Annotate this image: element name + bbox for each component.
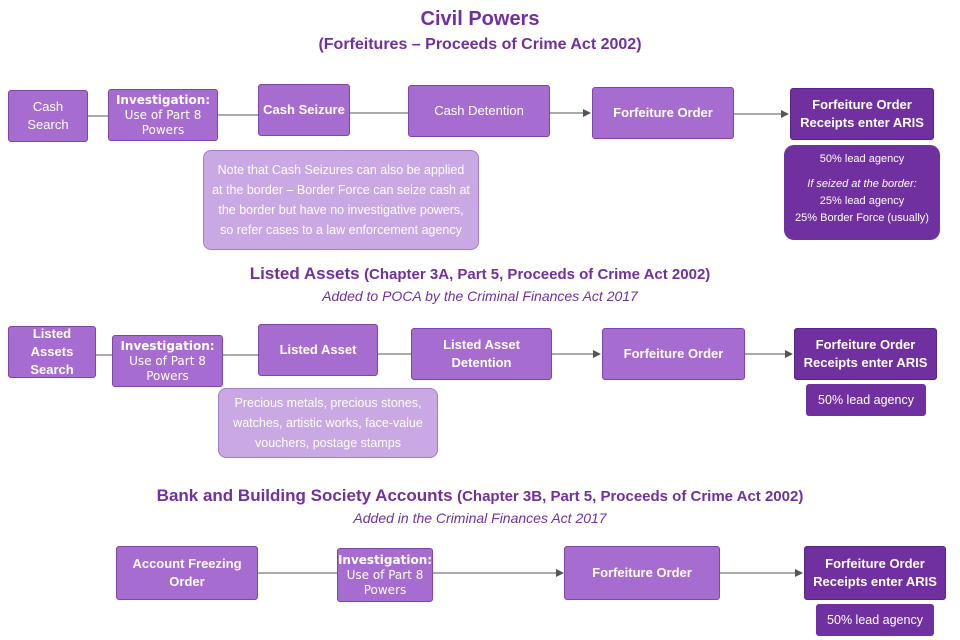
border-note: Note that Cash Seizures can also be appl… xyxy=(203,150,479,250)
agency-box-2: 50% lead agency xyxy=(806,384,926,416)
receipts-aris-box-2: Forfeiture Order Receipts enter ARIS xyxy=(794,328,937,380)
forfeiture-order-box-2: Forfeiture Order xyxy=(602,328,745,380)
bank-accounts-subheading: Added in the Criminal Finances Act 2017 xyxy=(353,510,607,526)
receipts-aris-box-3: Forfeiture Order Receipts enter ARIS xyxy=(804,546,946,600)
cash-detention-box: Cash Detention xyxy=(408,85,550,137)
agency-split-box: 50% lead agency If seized at the border:… xyxy=(784,145,940,240)
listed-assets-note: Precious metals, precious stones, watche… xyxy=(218,388,438,458)
account-freezing-order-box: Account Freezing Order xyxy=(116,546,258,600)
forfeiture-order-box: Forfeiture Order xyxy=(592,87,734,139)
cash-search-box: Cash Search xyxy=(8,90,88,142)
listed-assets-heading: Listed Assets (Chapter 3A, Part 5, Proce… xyxy=(249,264,711,283)
page-subtitle: (Forfeitures – Proceeds of Crime Act 200… xyxy=(318,36,642,53)
forfeiture-order-box-3: Forfeiture Order xyxy=(564,546,720,600)
page-title: Civil Powers xyxy=(420,8,540,30)
listed-assets-subheading: Added to POCA by the Criminal Finances A… xyxy=(322,288,638,304)
listed-asset-detention-box: Listed Asset Detention xyxy=(411,328,552,380)
agency-box-3: 50% lead agency xyxy=(816,604,934,636)
bank-accounts-heading: Bank and Building Society Accounts (Chap… xyxy=(156,486,804,505)
cash-seizure-box: Cash Seizure xyxy=(258,84,350,136)
investigation-box-3: Investigation: Use of Part 8 Powers xyxy=(337,548,433,602)
listed-assets-search-box: Listed Assets Search xyxy=(8,326,96,378)
listed-asset-box: Listed Asset xyxy=(258,324,378,376)
investigation-box: Investigation: Use of Part 8 Powers xyxy=(108,89,218,141)
investigation-box-2: Investigation: Use of Part 8 Powers xyxy=(112,335,223,387)
receipts-aris-box: Forfeiture Order Receipts enter ARIS xyxy=(790,88,934,140)
